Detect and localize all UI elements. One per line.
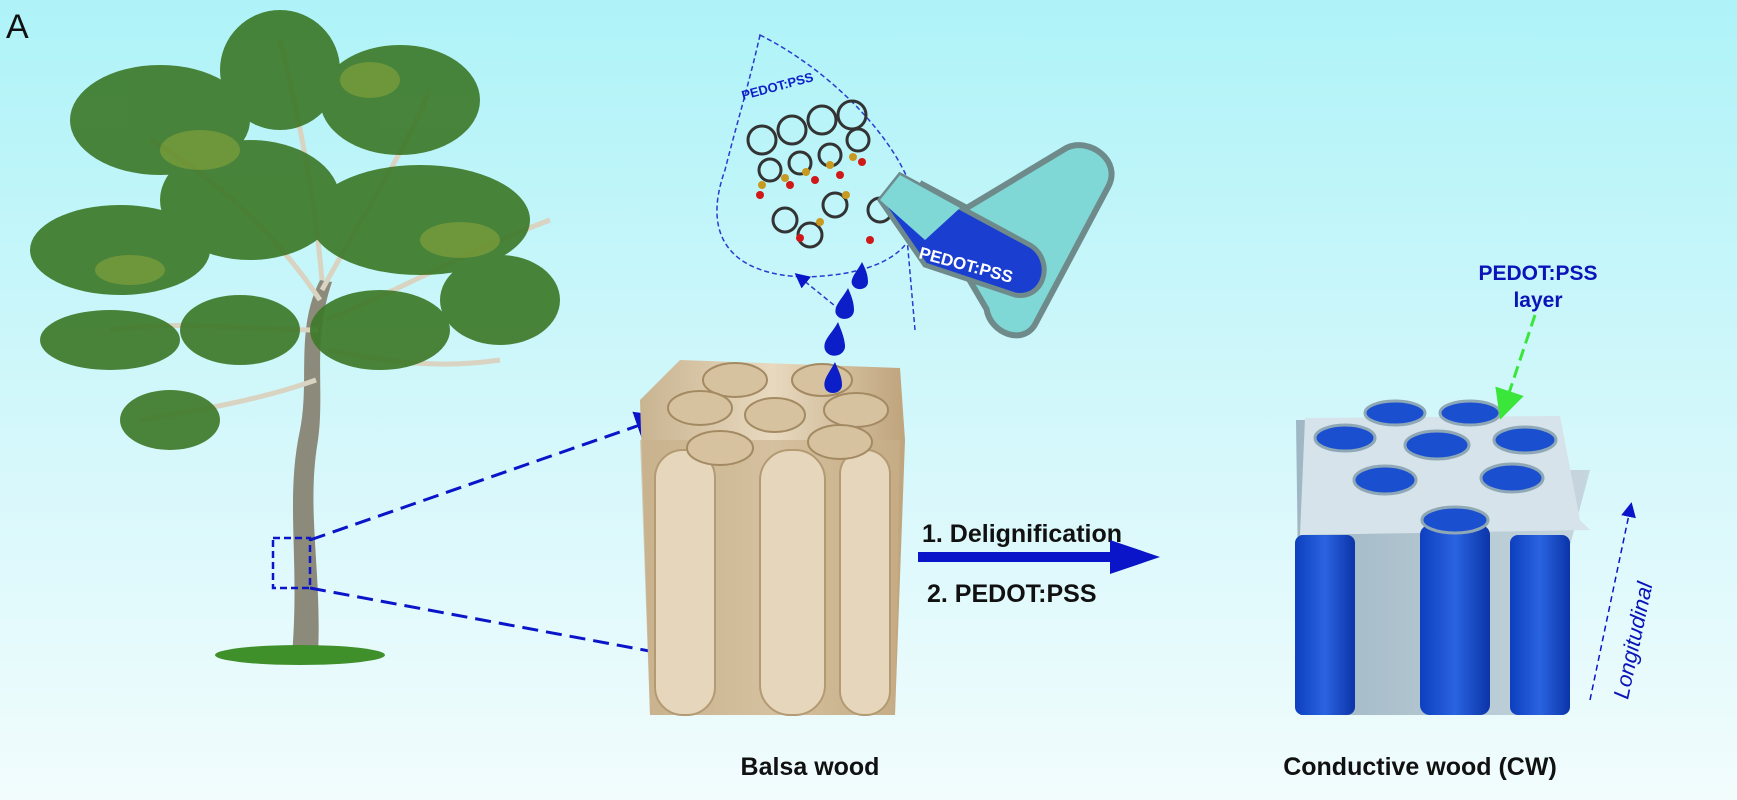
zoom-line-bottom xyxy=(309,586,704,671)
tree-illustration xyxy=(30,10,560,665)
process-arrow xyxy=(918,540,1160,574)
panel-label: A xyxy=(6,8,29,46)
pedot-drops xyxy=(824,262,868,394)
layer-label-line1: PEDOT:PSS xyxy=(1478,262,1597,285)
step-1-label: 1. Delignification xyxy=(922,520,1122,548)
flask-body: PEDOT:PSS xyxy=(876,171,1047,298)
balsa-wood-label: Balsa wood xyxy=(741,753,880,781)
zoom-region-box xyxy=(271,536,312,590)
conductive-wood-block xyxy=(1295,399,1590,715)
layer-label-line2: layer xyxy=(1513,289,1562,312)
balsa-wood-block xyxy=(640,360,905,716)
step-2-label: 2. PEDOT:PSS xyxy=(927,580,1097,608)
longitudinal-arrow xyxy=(1589,502,1636,701)
zoom-line-top xyxy=(309,411,666,542)
conductive-wood-label: Conductive wood (CW) xyxy=(1283,753,1557,781)
